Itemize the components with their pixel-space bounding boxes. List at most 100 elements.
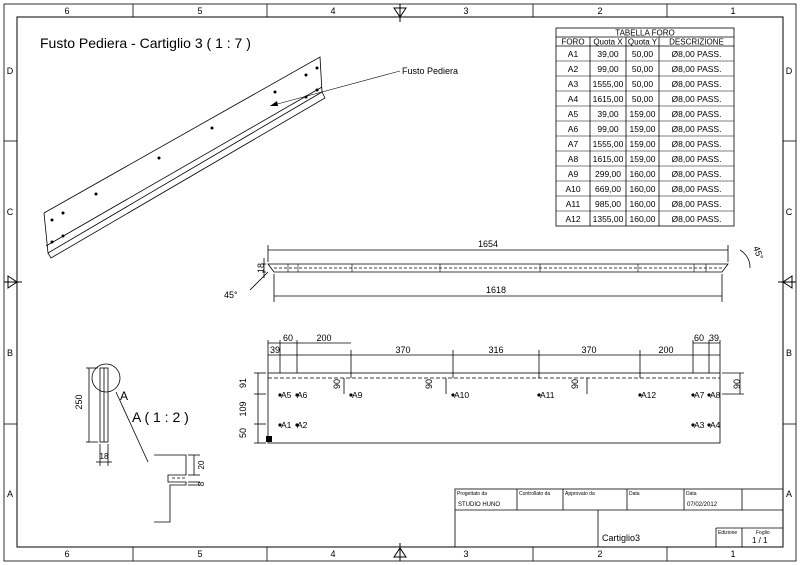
- hole-table-title: TABELLA FORO: [615, 29, 674, 38]
- hole-table-cell: 299,00: [595, 169, 621, 179]
- hole-label: A6: [297, 390, 308, 400]
- hole-table-header: DESCRIZIONE: [669, 38, 724, 47]
- hole-table-header: Quota Y: [628, 38, 658, 47]
- hole-table: TABELLA FORO FORO Quota X Quota Y DESCRIZION…: [555, 27, 735, 227]
- hole-table-cell: Ø8,00 PASS.: [672, 184, 722, 194]
- front-view: [254, 340, 744, 444]
- hole-label: A5: [281, 390, 292, 400]
- hole-table-cell: 160,00: [630, 214, 656, 224]
- front-dim-vertical: 109: [238, 401, 248, 416]
- callout-arrow: [270, 101, 278, 106]
- front-view-anchor: [266, 436, 272, 442]
- front-dim-vertical: 50: [238, 428, 248, 438]
- row-label: C: [7, 207, 14, 217]
- hole-label: A2: [297, 420, 308, 430]
- column-label: 4: [330, 549, 335, 559]
- isometric-view: [43, 56, 326, 259]
- hole-table-cell: 160,00: [630, 184, 656, 194]
- detail-circle: [91, 363, 121, 393]
- detail-letter: A: [120, 389, 128, 403]
- front-dim-row2: 200: [658, 345, 673, 355]
- tb-edizione-label: Edizione: [718, 530, 737, 536]
- hole-label: A10: [454, 390, 469, 400]
- tb-approvato-label: Approvato da: [565, 491, 595, 497]
- dim-height-18: 18: [256, 263, 266, 273]
- detail-section-view: [154, 454, 200, 523]
- dim-1618: 1618: [486, 285, 506, 295]
- hole-table-cell: 99,00: [597, 124, 619, 134]
- hole-table-cell: Ø8,00 PASS.: [672, 199, 722, 209]
- hole-label: A7: [694, 390, 705, 400]
- callout-label: Fusto Pediera: [402, 66, 458, 76]
- row-label: D: [786, 66, 793, 76]
- hole-label: A1: [281, 420, 292, 430]
- hole-table-cell: 1615,00: [593, 94, 624, 104]
- hole-table-cell: Ø8,00 PASS.: [672, 214, 722, 224]
- hole-table-cell: 669,00: [595, 184, 621, 194]
- hole-label: A11: [540, 390, 555, 400]
- hole-table-cell: 1555,00: [593, 79, 624, 89]
- top-view-ticks: [287, 264, 707, 272]
- tb-data-label: Data: [629, 491, 640, 497]
- front-dim-row2: 370: [581, 345, 596, 355]
- hole-table-cell: A4: [568, 94, 579, 104]
- hole-table-cell: Ø8,00 PASS.: [672, 49, 722, 59]
- column-label: 6: [64, 549, 69, 559]
- tb-progettato-label: Progettato da: [457, 491, 487, 497]
- hole-table-header: Quota X: [593, 38, 623, 47]
- hole-table-cell: A2: [568, 64, 579, 74]
- hole-label: A12: [641, 390, 656, 400]
- hole-label: A3: [694, 420, 705, 430]
- hole-table-cell: 50,00: [632, 79, 654, 89]
- column-label: 1: [730, 6, 735, 16]
- front-view-holes: [278, 393, 711, 427]
- front-dim-row2: 39: [270, 345, 280, 355]
- hole-table-cell: A9: [568, 169, 579, 179]
- hole-table-cell: A10: [565, 184, 580, 194]
- hole-table-cell: A11: [566, 199, 581, 209]
- dim-1654: 1654: [478, 239, 498, 249]
- detail-dim-250: 250: [74, 394, 84, 409]
- tb-controllato-label: Controllato da: [519, 491, 550, 497]
- front-dim-inner: 90: [332, 379, 342, 389]
- row-label: B: [7, 348, 13, 358]
- hole-table-cell: 50,00: [632, 49, 654, 59]
- hole-table-header: FORO: [561, 38, 584, 47]
- hole-table-cell: 159,00: [630, 154, 656, 164]
- column-label: 2: [597, 549, 602, 559]
- column-label: 4: [330, 6, 335, 16]
- hole-table-cell: Ø8,00 PASS.: [672, 154, 722, 164]
- detail-dim-20: 20: [197, 460, 206, 469]
- tb-progettato-value: STUDIO HUNO: [458, 502, 500, 508]
- centering-marks: [4, 4, 796, 561]
- hole-table-cell: 159,00: [630, 109, 656, 119]
- detail-dim-18: 18: [100, 452, 109, 461]
- hole-table-cell: 159,00: [630, 139, 656, 149]
- front-dim-row1: 60: [694, 333, 704, 343]
- column-label: 2: [597, 6, 602, 16]
- hole-label: A4: [710, 420, 721, 430]
- row-label: A: [7, 489, 13, 499]
- hole-table-cell: 99,00: [597, 64, 619, 74]
- front-dim-row2: 316: [488, 345, 503, 355]
- front-dim-row2: 370: [395, 345, 410, 355]
- hole-table-cell: 159,00: [630, 124, 656, 134]
- detail-side-view: [86, 367, 149, 466]
- front-dim-vertical: 91: [238, 378, 248, 388]
- hole-table-cell: 985,00: [595, 199, 621, 209]
- isometric-holes: [50, 66, 319, 244]
- title-block: [454, 488, 784, 548]
- front-dim-row1: 39: [709, 333, 719, 343]
- tb-foglio-value: 1 / 1: [752, 536, 768, 545]
- column-label: 5: [197, 6, 202, 16]
- column-label: 3: [463, 549, 468, 559]
- hole-table-cell: A3: [568, 79, 579, 89]
- hole-table-cell: A7: [568, 139, 579, 149]
- hole-table-cell: 1615,00: [593, 154, 624, 164]
- column-label: 3: [463, 6, 468, 16]
- detail-dim-8: 8: [197, 481, 206, 486]
